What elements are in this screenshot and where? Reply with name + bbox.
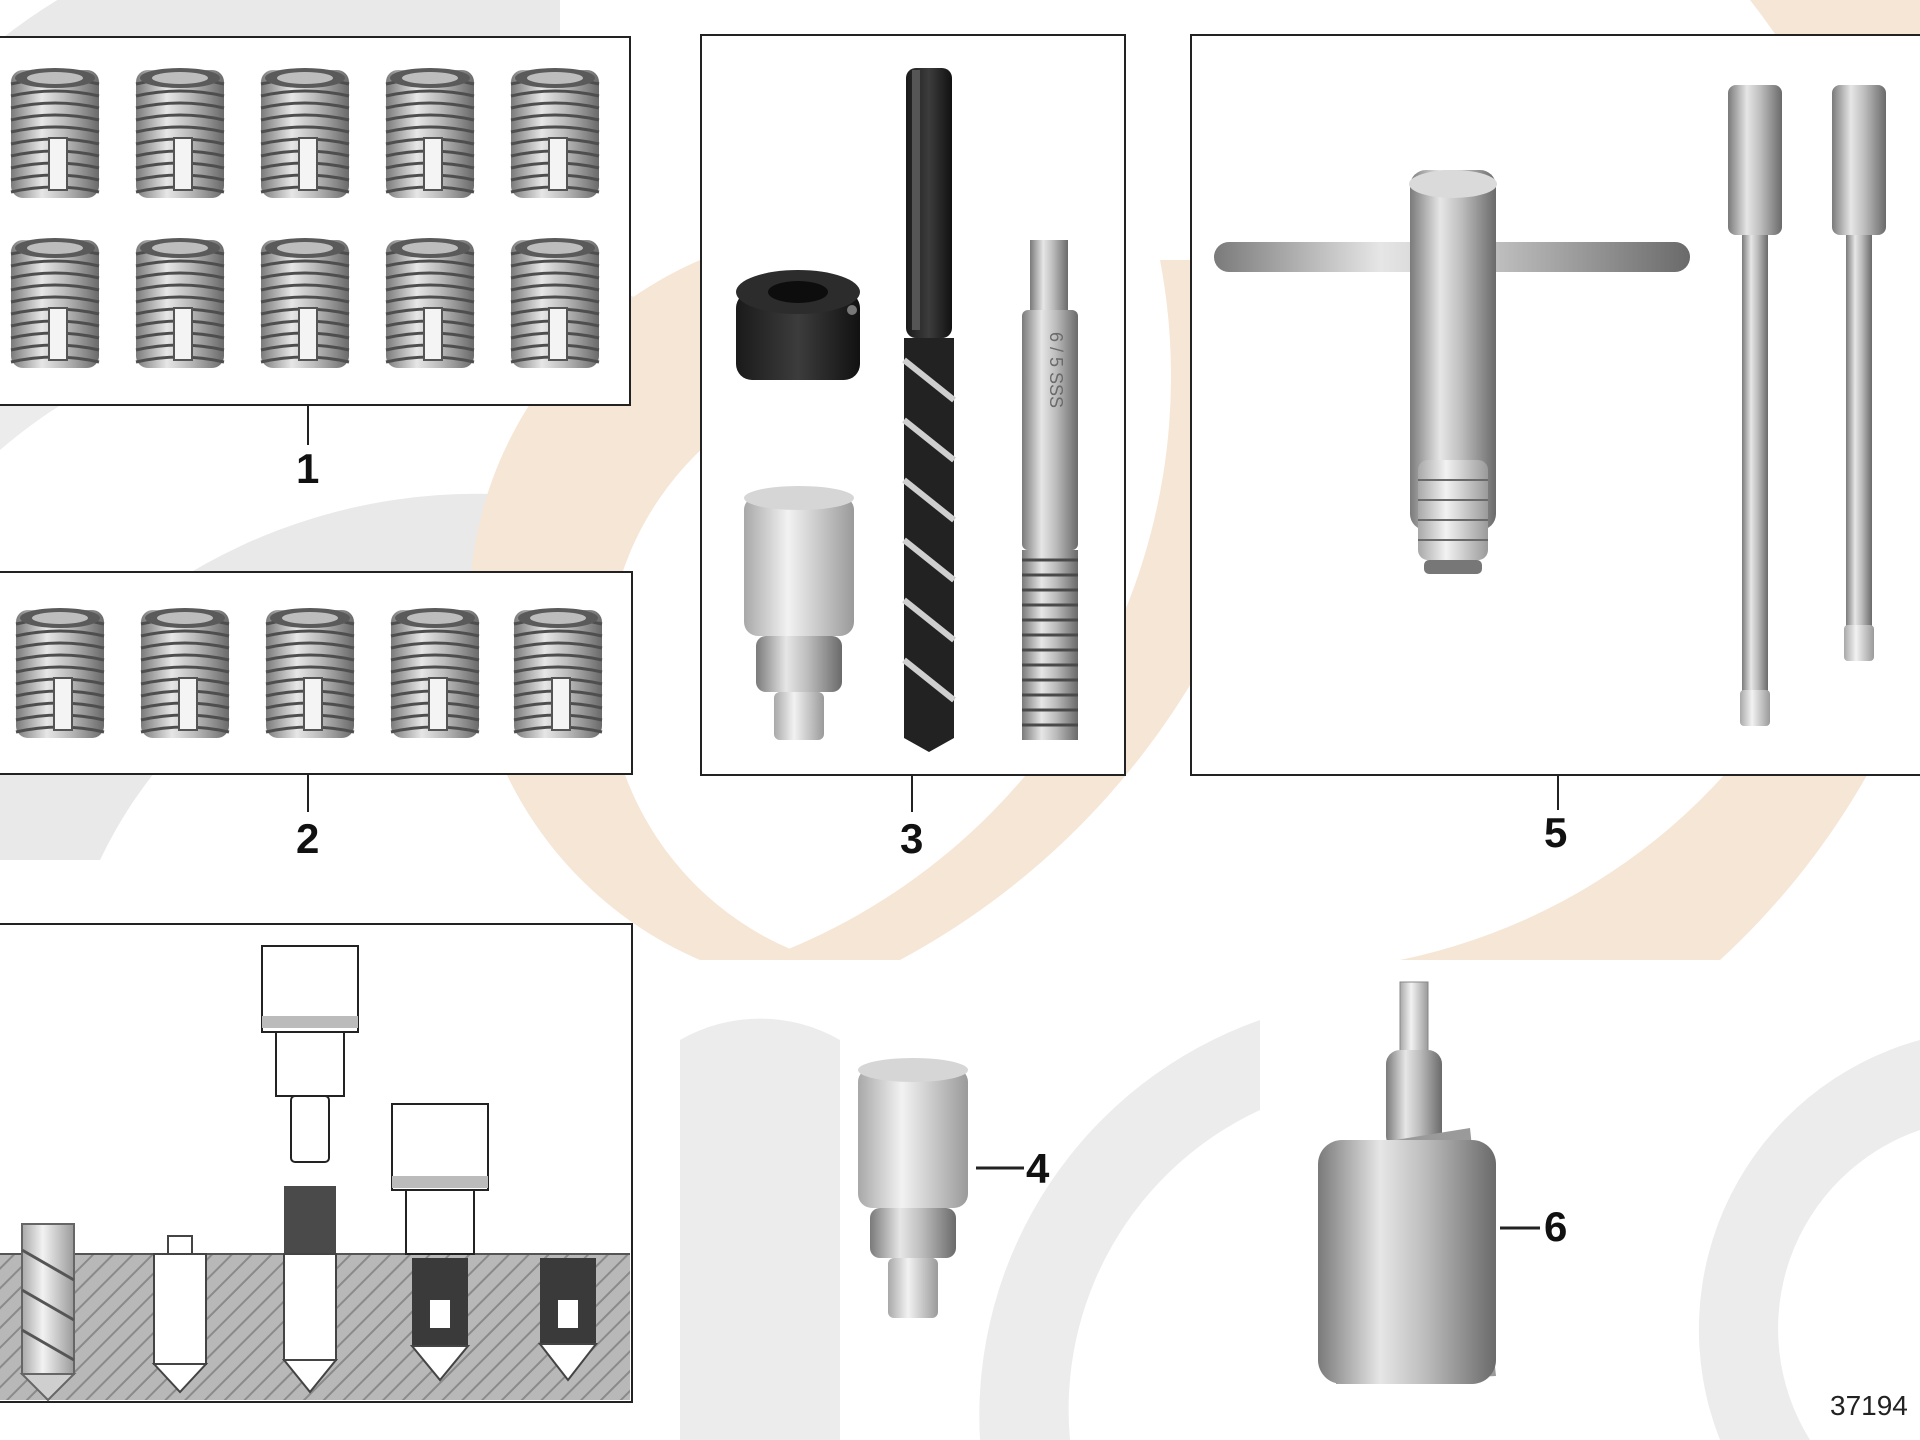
callout-2: 2 [296,815,320,862]
extension-bar-icon [1728,85,1886,726]
box-thread-inserts-large [0,36,631,445]
tap-marking: 6 / 5 SSS [1046,332,1066,408]
adhesive-bottle-icon [1318,981,1496,1384]
figure-id: 37194 [1830,1390,1908,1421]
box-tap-wrench [1190,34,1920,810]
callout-6: 6 [1544,1203,1568,1250]
callout-4: 4 [1026,1145,1050,1192]
tap-icon: 6 / 5 SSS [1022,240,1078,740]
drilled-hole-icon [151,1235,209,1394]
socket-bit-icon [744,486,854,740]
box-thread-inserts-small [0,571,633,812]
stop-collar-icon [736,270,860,380]
thread-insert-icon [14,606,604,740]
socket-bit-icon [858,1058,968,1318]
callout-5: 5 [1544,809,1568,856]
twist-drill-icon [902,68,956,752]
callout-1: 1 [296,445,320,492]
installed-insert-icon [537,1258,599,1382]
tap-wrench-icon [1214,170,1690,574]
box-drill-tap-set: 6 / 5 SSS [700,34,1126,812]
twist-drill-icon [19,1223,77,1402]
insert-install-step-icon [391,1103,489,1382]
threading-step-icon [261,945,359,1394]
callout-3: 3 [900,815,924,862]
box-installation-process [0,923,633,1403]
